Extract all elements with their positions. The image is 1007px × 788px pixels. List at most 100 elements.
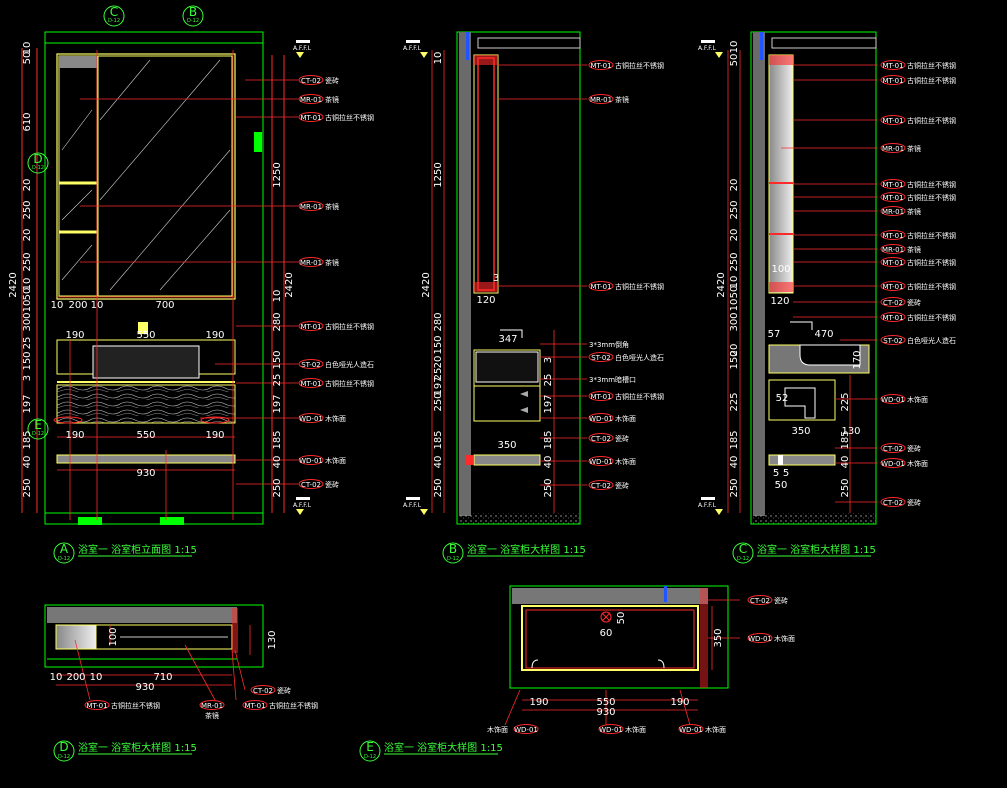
svg-text:WD-01: WD-01 [589,415,613,423]
svg-text:52: 52 [776,393,789,404]
svg-text:D-12: D-12 [58,556,70,562]
svg-text:225: 225 [729,392,740,411]
view-a-frame [44,31,264,525]
svg-text:木饰面: 木饰面 [907,459,928,468]
svg-text:5: 5 [773,468,779,479]
svg-text:130: 130 [841,426,860,437]
title-view-e[interactable]: E D-12 浴室一 浴室柜大样图 1:15 [359,740,503,762]
svg-text:茶镜: 茶镜 [907,245,921,254]
svg-text:瓷砖: 瓷砖 [907,444,921,453]
svg-text:170: 170 [852,350,863,369]
svg-text:古铜拉丝不锈钢: 古铜拉丝不锈钢 [325,379,374,388]
svg-text:60: 60 [600,628,613,639]
level-mark-b-bottom: A.F.F.L [403,497,428,515]
title-view-d[interactable]: D D-12 浴室一 浴室柜大样图 1:15 [53,740,197,762]
svg-text:古铜拉丝不锈钢: 古铜拉丝不锈钢 [907,231,956,240]
svg-text:瓷砖: 瓷砖 [774,596,788,605]
title-view-c[interactable]: C D-12 浴室一 浴室柜大样图 1:15 [732,542,876,564]
svg-text:150: 150 [729,350,740,369]
svg-text:WD-01: WD-01 [748,635,772,643]
svg-text:MT-01: MT-01 [882,117,903,125]
title-view-b[interactable]: B D-12 浴室一 浴室柜大样图 1:15 [442,542,586,564]
view-a-horizontal-dims: 10 200 10 700 190 550 190 190 550 190 93… [51,300,225,479]
svg-text:250: 250 [543,478,554,497]
svg-text:A.F.F.L: A.F.F.L [403,502,422,509]
svg-text:25: 25 [22,337,33,350]
svg-text:CT-02: CT-02 [301,481,321,489]
svg-text:350: 350 [497,440,516,451]
callout-ct02[interactable]: CT-02 瓷砖 [747,595,788,606]
svg-text:浴室一 浴室柜大样图 1:15: 浴室一 浴室柜大样图 1:15 [757,543,876,556]
svg-text:CT-02: CT-02 [591,435,611,443]
title-view-a[interactable]: A D-12 浴室一 浴室柜立面图 1:15 [53,542,197,564]
view-c-dims: 50 10 20 250 20 250 10 50 10 300 150 20 … [716,41,863,498]
svg-text:MR-01: MR-01 [882,208,904,216]
svg-text:250: 250 [729,252,740,271]
section-bubble-c[interactable]: C D-12 [103,5,125,27]
svg-text:2420: 2420 [8,272,19,297]
svg-text:瓷砖: 瓷砖 [325,480,339,489]
svg-text:古铜拉丝不锈钢: 古铜拉丝不锈钢 [269,701,318,710]
view-a-left-dims: 50 10 610 20 250 20 250 10 50 10 300 25 … [8,42,33,498]
svg-text:WD-01: WD-01 [299,457,323,465]
section-bubble-b[interactable]: B D-12 [182,5,204,27]
callout-ct02[interactable]: CT-02 瓷砖 [298,479,339,490]
svg-text:瓷砖: 瓷砖 [325,76,339,85]
note-chamfer: 3*3mm倒角 [589,340,629,349]
svg-text:10: 10 [22,300,33,313]
section-bubble-d[interactable]: D D-12 [27,152,49,174]
svg-text:茶镜: 茶镜 [325,95,339,104]
svg-text:CT-02: CT-02 [750,597,770,605]
view-a-elevation [21,31,298,525]
svg-text:930: 930 [135,682,154,693]
svg-text:40: 40 [840,456,851,469]
section-bubble-e[interactable]: E D-12 [27,418,49,440]
